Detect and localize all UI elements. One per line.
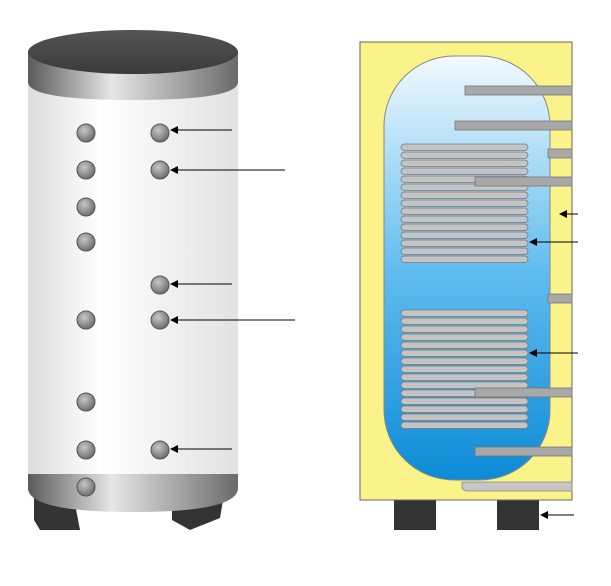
coil-winding: [400, 373, 529, 381]
pipe: [464, 85, 573, 96]
left-tank-body: [28, 82, 238, 474]
port: [76, 160, 96, 180]
port: [150, 310, 170, 330]
coil-winding: [400, 397, 529, 405]
pipe: [547, 293, 573, 304]
coil-winding: [400, 207, 529, 215]
coil-winding: [400, 239, 529, 247]
left-tank: [28, 30, 295, 530]
coil-winding: [400, 349, 529, 357]
coil-winding: [400, 223, 529, 231]
coil-winding: [400, 255, 529, 263]
port: [76, 310, 96, 330]
pipe: [454, 120, 573, 131]
coil-winding: [400, 191, 529, 199]
port: [150, 123, 170, 143]
coil-winding: [400, 309, 529, 317]
coil-winding: [400, 413, 529, 421]
coil-winding: [400, 231, 529, 239]
port: [150, 440, 170, 460]
coil-winding: [400, 215, 529, 223]
right-tank: [359, 41, 578, 530]
coil-winding: [400, 341, 529, 349]
coil-winding: [400, 421, 529, 429]
port: [76, 440, 96, 460]
coil-winding: [400, 159, 529, 167]
port: [76, 477, 96, 497]
upper-heat-exchanger-coil: [400, 143, 529, 263]
pipe: [474, 387, 573, 398]
lower-heat-exchanger-coil: [400, 309, 529, 429]
port: [76, 123, 96, 143]
pipe: [547, 148, 573, 159]
port: [76, 392, 96, 412]
coil-winding: [400, 167, 529, 175]
coil-winding: [400, 381, 529, 389]
coil-winding: [400, 151, 529, 159]
right-tank-foot-left: [394, 500, 436, 530]
left-tank-lid: [28, 30, 238, 74]
port: [76, 232, 96, 252]
pipe: [461, 481, 573, 492]
port: [76, 197, 96, 217]
right-tank-foot-right: [497, 500, 539, 530]
coil-winding: [400, 405, 529, 413]
port: [150, 275, 170, 295]
coil-winding: [400, 365, 529, 373]
pipe: [474, 176, 573, 187]
left-tank-bottom-band: [28, 470, 238, 512]
coil-winding: [400, 199, 529, 207]
coil-winding: [400, 143, 529, 151]
coil-winding: [400, 317, 529, 325]
port: [150, 160, 170, 180]
coil-winding: [400, 333, 529, 341]
pipe: [474, 446, 573, 457]
coil-winding: [400, 247, 529, 255]
coil-winding: [400, 325, 529, 333]
coil-winding: [400, 357, 529, 365]
